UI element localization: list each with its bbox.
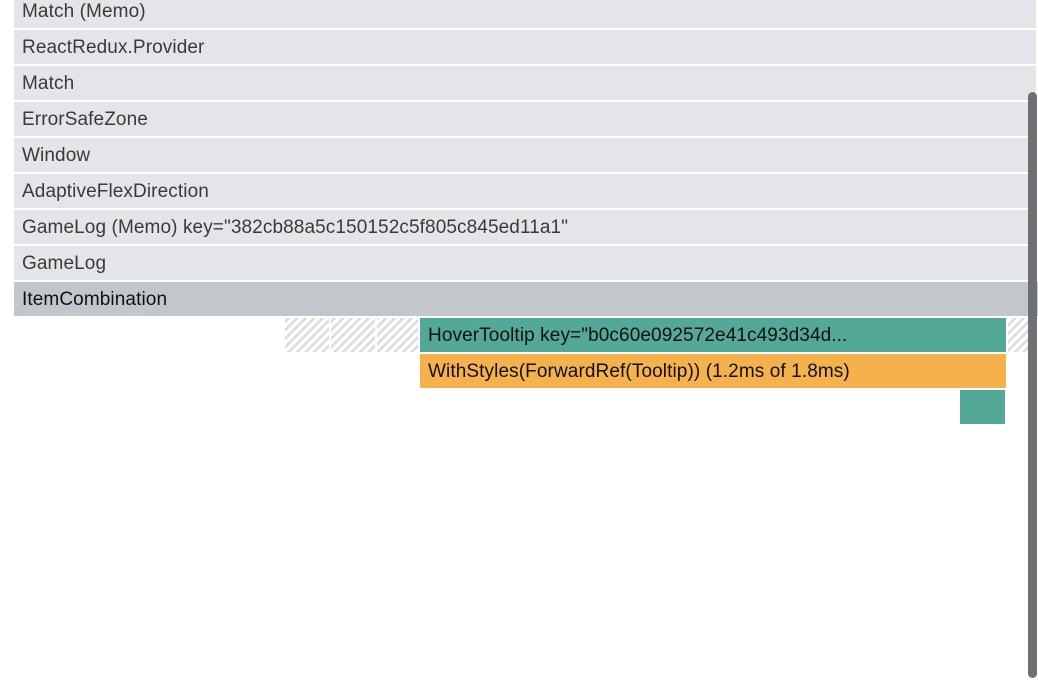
flamegraph-cell-label: WithStyles(ForwardRef(Tooltip)) (1.2ms o… [428,361,850,381]
flamegraph-cell[interactable]: Match [14,66,1036,100]
flamegraph-cell-label: Match (Memo) [22,1,146,21]
flamegraph-cell-label: ErrorSafeZone [22,109,148,129]
flamegraph-cell[interactable]: Window [14,138,1036,172]
flamegraph-cell[interactable]: AdaptiveFlexDirection [14,174,1036,208]
flamegraph-cell[interactable]: GameLog [14,246,1036,280]
flamegraph-cell[interactable]: ReactRedux.Provider [14,30,1036,64]
flamegraph-cell-label: GameLog (Memo) key="382cb88a5c150152c5f8… [22,217,569,237]
vertical-scrollbar-thumb[interactable] [1028,92,1037,678]
flamegraph-cell-empty [1008,318,1030,352]
flamegraph-cell-empty [331,318,375,352]
vertical-scrollbar-track[interactable] [1027,0,1038,688]
flamegraph-cell-label: HoverTooltip key="b0c60e092572e41c493d34… [428,325,848,345]
flamegraph-cell[interactable]: GameLog (Memo) key="382cb88a5c150152c5f8… [14,210,1036,244]
flamegraph-cell-label: Window [22,145,91,165]
flamegraph-cell-label: ReactRedux.Provider [22,37,205,57]
flamegraph-cell[interactable]: Match (Memo) [14,0,1036,28]
flamegraph-cell[interactable]: ErrorSafeZone [14,102,1036,136]
flamegraph-cell-label: GameLog [22,253,107,273]
flamegraph-cell-empty [285,318,329,352]
flamegraph-cell-label: ItemCombination [22,289,168,309]
flamegraph-cell[interactable]: WithStyles(ForwardRef(Tooltip)) (1.2ms o… [420,354,1006,388]
flamegraph-cell-selected[interactable]: ItemCombination [14,282,1038,316]
flamegraph-cell-empty [377,318,418,352]
flamegraph-cell[interactable]: HoverTooltip key="b0c60e092572e41c493d34… [420,318,1006,352]
flamegraph-cell[interactable] [960,390,1005,424]
flamegraph-cell-label: AdaptiveFlexDirection [22,181,209,201]
flamegraph-cell-label: Match [22,73,75,93]
